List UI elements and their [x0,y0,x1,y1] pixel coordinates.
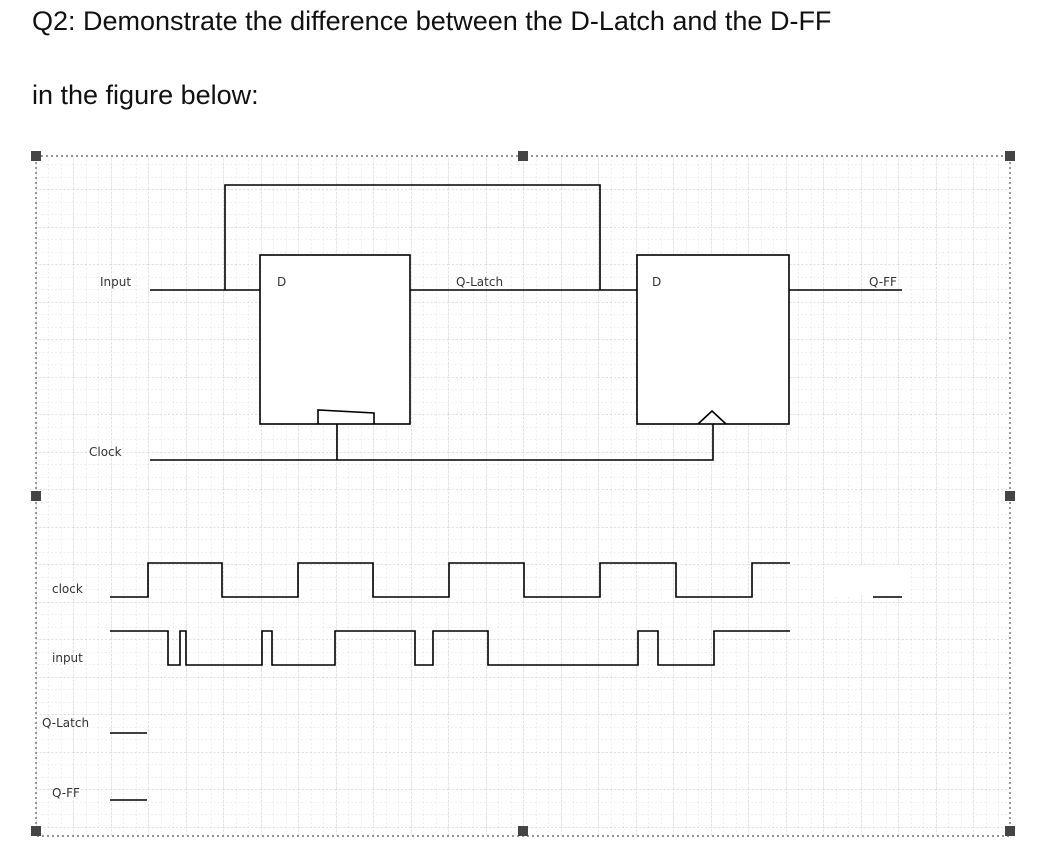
resize-handle-top-right[interactable] [1005,151,1015,161]
input-bypass-wire [224,184,601,290]
latch-d-pin-label: D [277,275,286,289]
timing-clock-label: clock [52,582,83,596]
question-line-1: Q2: Demonstrate the difference between t… [32,6,832,36]
resize-handle-bottom-left[interactable] [31,826,41,836]
circuit-wiring [150,184,902,461]
resize-handle-bottom-right[interactable] [1005,826,1015,836]
resize-handle-top-left[interactable] [31,151,41,161]
input-waveform [110,630,790,666]
resize-handle-top-center[interactable] [518,151,528,161]
clock-waveform [110,562,790,598]
d-latch-block [259,254,411,425]
input-label: Input [100,275,131,289]
latch-enable-symbol [317,409,375,424]
d-ff-block [636,254,790,425]
resize-handles [31,151,1015,836]
ff-d-pin-label: D [652,275,661,289]
blank-patch [825,565,910,595]
ff-clock-triangle [697,409,727,425]
question-line-2: in the figure below: [32,80,259,110]
timing-input-label: input [52,651,83,665]
timing-q-latch-label: Q-Latch [42,716,89,730]
grid-background [36,156,1010,836]
resize-handle-bottom-center[interactable] [518,826,528,836]
resize-handle-middle-right[interactable] [1005,491,1015,501]
clock-label: Clock [89,445,122,459]
ff-output-label: Q-FF [869,275,897,289]
resize-handle-middle-left[interactable] [31,491,41,501]
timing-q-ff-label: Q-FF [52,786,80,800]
latch-output-label: Q-Latch [456,275,503,289]
